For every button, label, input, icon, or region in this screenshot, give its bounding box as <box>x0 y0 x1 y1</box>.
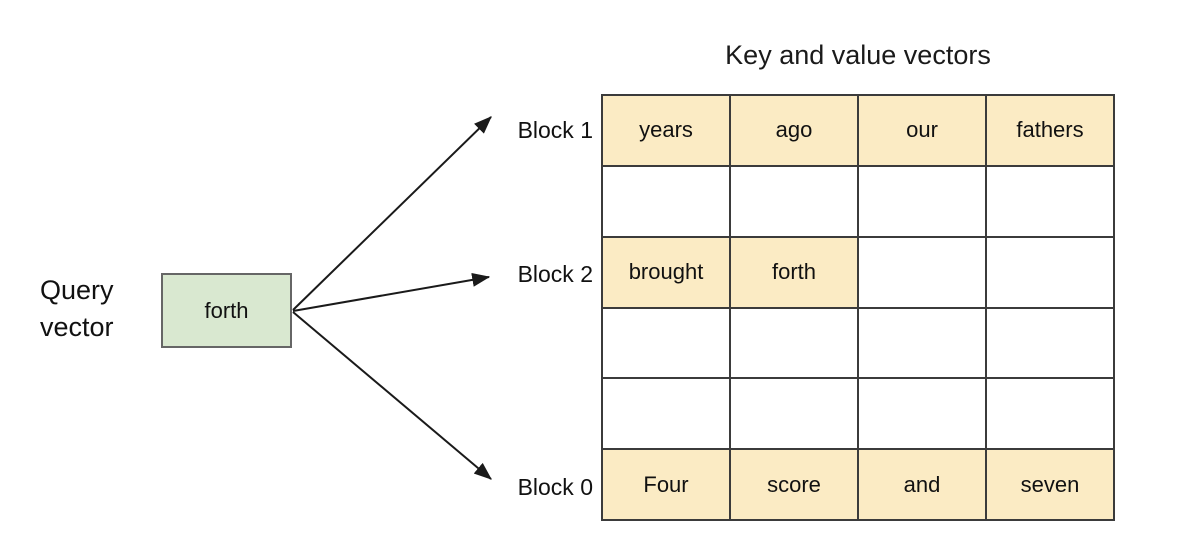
query-vector-caption-line-1: Query <box>40 275 114 305</box>
kv-cell-r0-c1: ago <box>731 96 859 167</box>
kv-cell-r2-c1: forth <box>731 237 859 309</box>
kv-cell-r0-c0: years <box>603 96 731 167</box>
kv-cell-r3-c2 <box>859 308 987 380</box>
block-label-block-2: Block 2 <box>517 261 593 287</box>
kv-cell-r5-c0: Four <box>603 450 731 521</box>
query-vector-caption: Query vector <box>40 272 158 346</box>
kv-cell-r5-c3: seven <box>987 450 1115 521</box>
kv-cell-r5-c1: score <box>731 450 859 521</box>
kv-cell-r2-c3 <box>987 237 1115 309</box>
kv-cell-r4-c3 <box>987 379 1115 451</box>
block-label-block-0: Block 0 <box>517 474 593 500</box>
arrow-to-block-1 <box>292 116 492 311</box>
query-vector-caption-line-2: vector <box>40 312 114 342</box>
block-label-block-1: Block 1 <box>517 117 593 143</box>
arrow-to-block-0 <box>292 311 492 480</box>
arrow-to-block-2 <box>292 272 491 312</box>
kv-cell-r0-c2: our <box>859 96 987 167</box>
query-vector-box: forth <box>161 273 292 348</box>
kv-cell-r3-c1 <box>731 308 859 380</box>
kv-cell-r3-c3 <box>987 308 1115 380</box>
kv-cell-r3-c0 <box>603 308 731 380</box>
kv-cell-r2-c2 <box>859 237 987 309</box>
kv-cell-r4-c2 <box>859 379 987 451</box>
grid-title: Key and value vectors <box>725 40 991 70</box>
kv-cell-r1-c2 <box>859 166 987 238</box>
kv-cell-r4-c1 <box>731 379 859 451</box>
kv-cell-r2-c0: brought <box>603 237 731 309</box>
kv-cell-r0-c3: fathers <box>987 96 1115 167</box>
kv-cell-r5-c2: and <box>859 450 987 521</box>
query-vector-token: forth <box>204 297 249 323</box>
arrow-group <box>292 116 492 480</box>
kv-cell-r1-c0 <box>603 166 731 238</box>
kv-cell-r1-c1 <box>731 166 859 238</box>
kv-cell-r4-c0 <box>603 379 731 451</box>
kv-cell-r1-c3 <box>987 166 1115 238</box>
